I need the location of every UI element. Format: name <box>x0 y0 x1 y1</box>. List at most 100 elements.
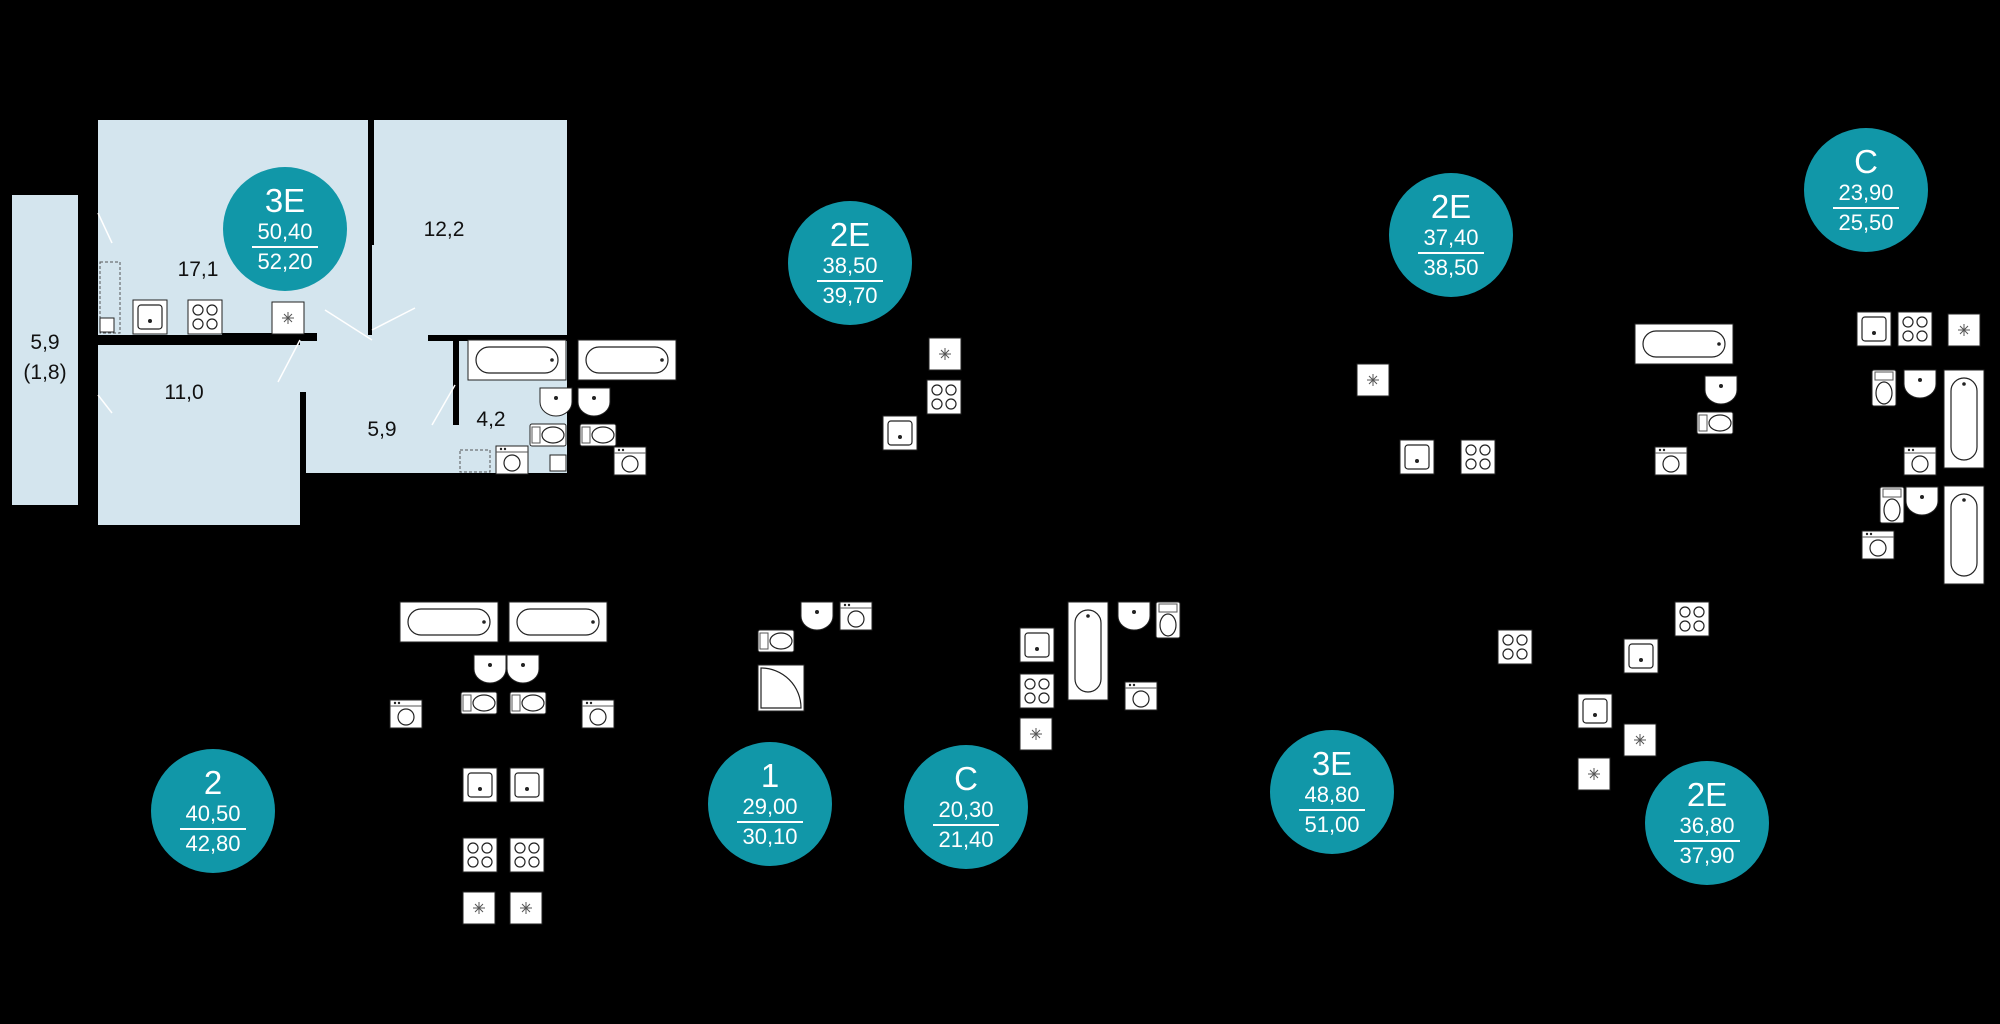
room-fill-bedroom-lower <box>98 345 300 525</box>
living-area: 40,50 <box>180 801 246 830</box>
fixtures-2-bottom <box>389 601 615 925</box>
sink-icon <box>882 415 918 451</box>
apartment-type: 2 <box>203 763 223 801</box>
bathtub-icon <box>1634 323 1734 365</box>
stove-icon <box>1019 673 1055 709</box>
apartment-plan-3e: 17,1 12,2 5,9 (1,8) 11,0 5,9 4,2 <box>12 120 677 525</box>
fixtures-1-bottom <box>757 601 873 712</box>
total-area: 38,50 <box>1423 254 1479 280</box>
total-area: 51,00 <box>1304 811 1360 837</box>
washing-machine-icon <box>1861 530 1895 560</box>
room-area-bedroom-upper: 12,2 <box>424 218 465 241</box>
toilet-icon <box>460 691 498 715</box>
living-area: 38,50 <box>817 253 883 282</box>
apartment-badge-2e-top[interactable]: 2E 38,50 39,70 <box>788 201 912 325</box>
shower-tray-icon <box>757 664 805 712</box>
sink-icon <box>462 767 498 803</box>
fridge-icon <box>1947 313 1981 347</box>
sink-icon <box>509 767 545 803</box>
total-area: 42,80 <box>185 830 241 856</box>
stove-icon <box>462 837 498 873</box>
sink-icon <box>539 387 573 417</box>
sink-icon <box>1117 601 1151 631</box>
total-area: 25,50 <box>1838 209 1894 235</box>
room-area-balcony-sub: (1,8) <box>23 361 66 384</box>
toilet-icon <box>1155 601 1181 639</box>
bathtub-icon <box>467 339 567 381</box>
toilet-icon <box>1871 369 1897 407</box>
living-area: 36,80 <box>1674 813 1740 842</box>
stove-icon <box>926 379 962 415</box>
apartment-type: 3E <box>264 181 306 219</box>
apartment-type: 2E <box>829 215 871 253</box>
sink-icon <box>1903 369 1937 399</box>
washing-machine-icon <box>495 445 529 475</box>
living-area: 20,30 <box>933 797 999 826</box>
sink-icon <box>577 387 611 417</box>
stove-icon <box>1460 439 1496 475</box>
stove-icon <box>187 299 223 335</box>
washing-machine-icon <box>389 699 423 729</box>
apartment-badge-3e-top[interactable]: 3E 50,40 52,20 <box>223 167 347 291</box>
apartment-badge-1-bottom[interactable]: 1 29,00 30,10 <box>708 742 832 866</box>
apartment-type: C <box>954 759 978 797</box>
fridge-icon <box>271 301 305 335</box>
apartment-type: C <box>1854 142 1878 180</box>
apartment-badge-c-top[interactable]: C 23,90 25,50 <box>1804 128 1928 252</box>
sink-icon <box>1577 693 1613 729</box>
room-fill-hallway <box>300 335 455 473</box>
bathtub-icon <box>399 601 499 643</box>
washing-machine-icon <box>1903 446 1937 476</box>
room-area-hallway: 5,9 <box>367 418 396 441</box>
apartment-badge-2e-mid[interactable]: 2E 37,40 38,50 <box>1389 173 1513 297</box>
apartment-type: 2E <box>1430 187 1472 225</box>
sink-icon <box>1019 627 1055 663</box>
washing-machine-icon <box>613 446 647 476</box>
washing-machine-icon <box>1654 446 1688 476</box>
bidet-icon <box>509 691 547 715</box>
fridge-icon <box>509 891 543 925</box>
apartment-badge-2-bottom[interactable]: 2 40,50 42,80 <box>151 749 275 873</box>
living-area: 23,90 <box>1833 180 1899 209</box>
fridge-icon <box>1623 723 1657 757</box>
bathtub-icon <box>1943 485 1985 585</box>
fixtures-c-bottom <box>1019 601 1181 751</box>
bathtub-icon <box>508 601 608 643</box>
apartment-badge-c-bottom[interactable]: C 20,30 21,40 <box>904 745 1028 869</box>
sink-icon <box>1623 638 1659 674</box>
washing-machine-icon <box>581 699 615 729</box>
toilet-icon <box>1879 486 1905 524</box>
total-area: 37,90 <box>1679 842 1735 868</box>
fridge-icon <box>462 891 496 925</box>
sink-icon <box>800 601 834 631</box>
room-fill-bedroom-upper <box>372 120 567 335</box>
room-area-kitchen: 17,1 <box>178 258 219 281</box>
sink-icon <box>473 654 507 684</box>
stove-icon <box>1674 601 1710 637</box>
fridge-icon <box>1019 717 1053 751</box>
washing-machine-icon <box>839 601 873 631</box>
toilet-icon <box>757 629 795 653</box>
room-area-bedroom-lower: 11,0 <box>164 381 203 404</box>
apartment-type: 2E <box>1686 775 1728 813</box>
sink-icon <box>132 299 168 335</box>
sink-icon <box>1856 311 1892 347</box>
fixtures-2e-top <box>882 337 962 451</box>
stove-icon <box>1497 629 1533 665</box>
total-area: 21,40 <box>938 826 994 852</box>
living-area: 48,80 <box>1299 782 1365 811</box>
apartment-badge-2e-bottom[interactable]: 2E 36,80 37,90 <box>1645 761 1769 885</box>
bathtub-icon <box>1067 601 1109 701</box>
bathtub-icon <box>1943 369 1985 469</box>
fridge-icon <box>1577 757 1611 791</box>
fixtures-c-top <box>1856 311 1985 585</box>
living-area: 50,40 <box>252 219 318 248</box>
washing-machine-icon <box>1124 681 1158 711</box>
living-area: 37,40 <box>1418 225 1484 254</box>
fixtures-2e-mid <box>1356 323 1738 476</box>
room-fill-balcony <box>12 195 78 505</box>
sink-icon <box>1704 375 1738 405</box>
apartment-badge-3e-bottom[interactable]: 3E 48,80 51,00 <box>1270 730 1394 854</box>
total-area: 30,10 <box>742 823 798 849</box>
stove-icon <box>509 837 545 873</box>
